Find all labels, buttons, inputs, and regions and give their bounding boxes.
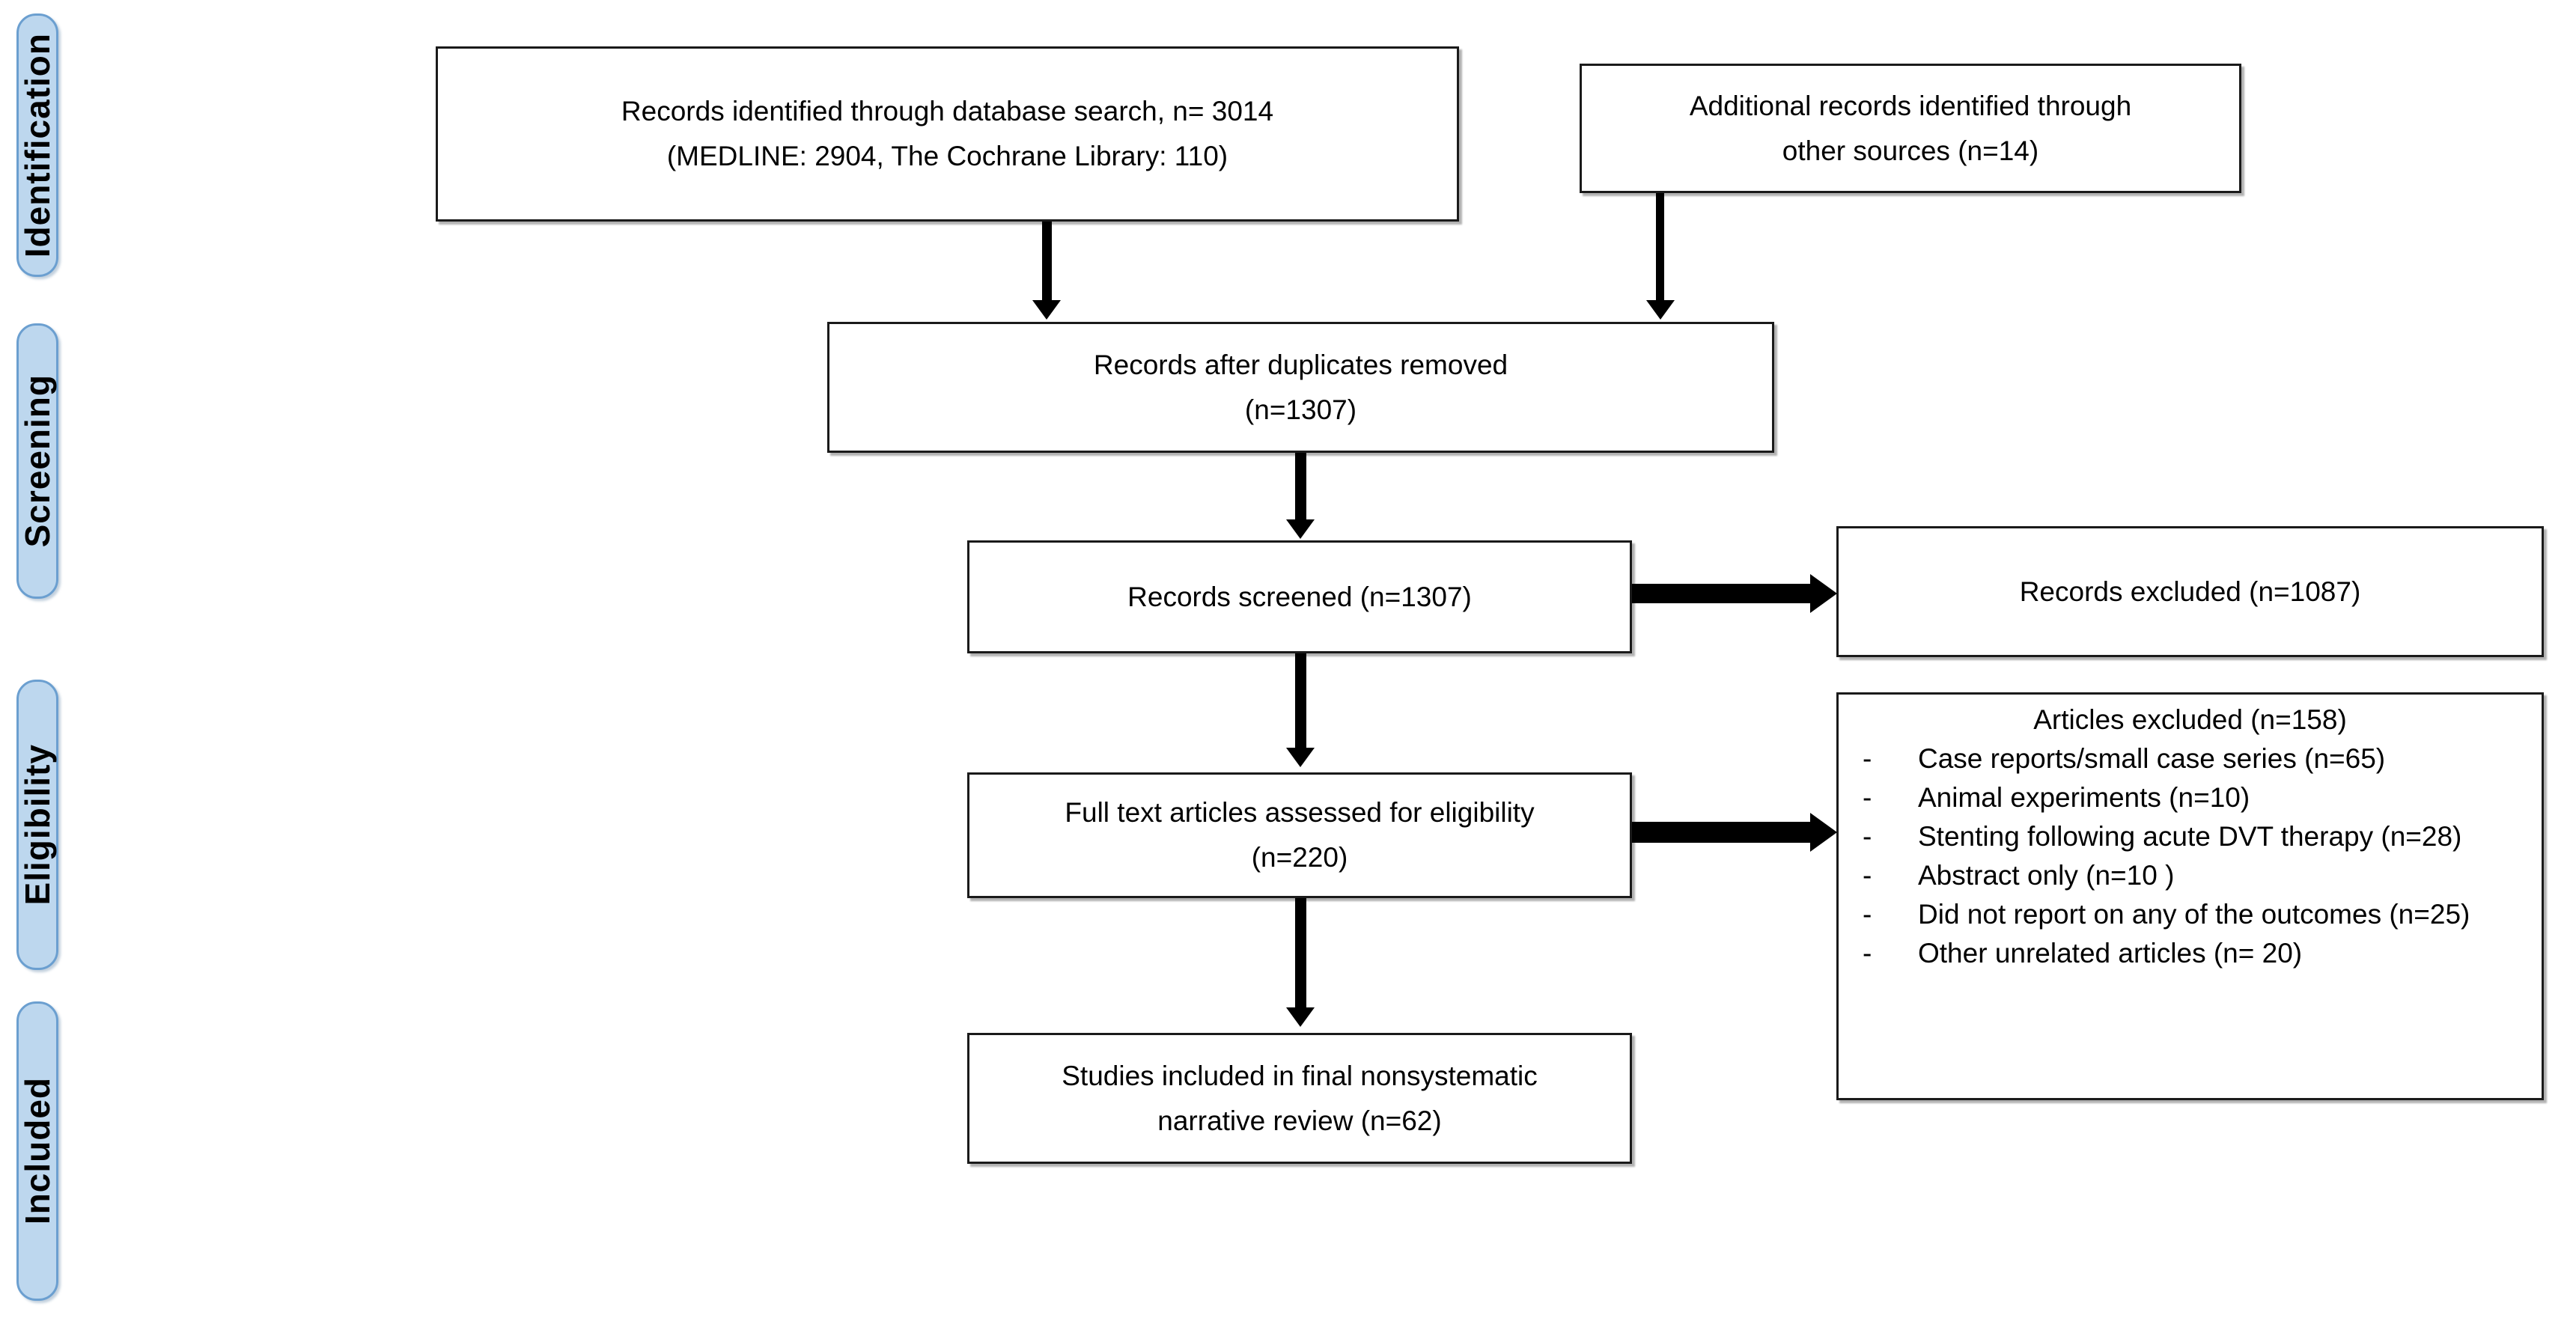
box-duplicates-removed: Records after duplicates removed (n=1307… xyxy=(827,322,1774,453)
list-item: - Did not report on any of the outcomes … xyxy=(1849,896,2531,933)
box-records-identified-line1: Records identified through database sear… xyxy=(621,96,1274,127)
arrowhead-duplicates-to-screened xyxy=(1286,519,1315,539)
bullet-dash-marker: - xyxy=(1863,782,1872,814)
stage-label-identification-text: Identification xyxy=(18,32,57,258)
bullet-dash-marker: - xyxy=(1863,821,1872,852)
box-duplicates-removed-line2: (n=1307) xyxy=(1244,394,1357,425)
box-full-text-assessed-line1: Full text articles assessed for eligibil… xyxy=(1065,797,1535,829)
connector-identified-to-duplicates xyxy=(1042,222,1052,302)
list-item: - Animal experiments (n=10) xyxy=(1849,779,2531,817)
stage-label-screening-text: Screening xyxy=(18,374,57,548)
box-studies-included: Studies included in final nonsystematic … xyxy=(967,1033,1632,1164)
list-item-label: Abstract only (n=10 ) xyxy=(1918,860,2175,891)
list-item-label: Stenting following acute DVT therapy (n=… xyxy=(1918,821,2462,852)
connector-screened-to-fulltext xyxy=(1295,653,1306,749)
arrowhead-additional-to-duplicates xyxy=(1646,300,1675,320)
connector-additional-to-duplicates xyxy=(1656,193,1664,302)
box-additional-records: Additional records identified through ot… xyxy=(1580,64,2241,193)
stage-label-identification: Identification xyxy=(16,13,58,277)
list-item: - Other unrelated articles (n= 20) xyxy=(1849,935,2531,972)
list-item-label: Other unrelated articles (n= 20) xyxy=(1918,938,2303,969)
connector-screened-to-excluded xyxy=(1632,584,1812,603)
articles-excluded-reason-list: - Case reports/small case series (n=65) … xyxy=(1849,740,2531,974)
box-full-text-assessed: Full text articles assessed for eligibil… xyxy=(967,772,1632,898)
list-item-label: Animal experiments (n=10) xyxy=(1918,782,2250,814)
stage-label-eligibility: Eligibility xyxy=(16,680,58,970)
arrowhead-fulltext-to-included xyxy=(1286,1007,1315,1027)
box-full-text-assessed-line2: (n=220) xyxy=(1251,842,1348,873)
box-duplicates-removed-line1: Records after duplicates removed xyxy=(1093,349,1508,380)
list-item-label: Case reports/small case series (n=65) xyxy=(1918,743,2386,775)
arrowhead-fulltext-to-articles-excluded xyxy=(1810,813,1837,852)
list-item: - Stenting following acute DVT therapy (… xyxy=(1849,818,2531,855)
bullet-dash-marker: - xyxy=(1863,899,1872,930)
box-records-identified-line2: (MEDLINE: 2904, The Cochrane Library: 11… xyxy=(666,141,1228,171)
bullet-dash-marker: - xyxy=(1863,860,1872,891)
box-records-screened: Records screened (n=1307) xyxy=(967,540,1632,653)
box-articles-excluded-title: Articles excluded (n=158) xyxy=(2033,704,2347,735)
box-studies-included-line1: Studies included in final nonsystematic xyxy=(1062,1060,1538,1091)
stage-label-eligibility-text: Eligibility xyxy=(18,744,57,906)
arrowhead-screened-to-fulltext xyxy=(1286,748,1315,767)
list-item: - Case reports/small case series (n=65) xyxy=(1849,740,2531,778)
arrowhead-screened-to-excluded xyxy=(1810,574,1837,613)
stage-label-included-text: Included xyxy=(18,1077,57,1225)
bullet-dash-marker: - xyxy=(1863,938,1872,969)
arrowhead-identified-to-duplicates xyxy=(1032,300,1061,320)
connector-duplicates-to-screened xyxy=(1295,453,1306,522)
box-articles-excluded: Articles excluded (n=158) - Case reports… xyxy=(1836,692,2544,1100)
list-item: - Abstract only (n=10 ) xyxy=(1849,857,2531,894)
stage-label-included: Included xyxy=(16,1001,58,1301)
box-studies-included-line2: narrative review (n=62) xyxy=(1157,1105,1442,1136)
stage-label-screening: Screening xyxy=(16,323,58,599)
list-item-label: Did not report on any of the outcomes (n… xyxy=(1918,899,2470,930)
box-records-excluded-line1: Records excluded (n=1087) xyxy=(2019,576,2361,607)
connector-fulltext-to-articles-excluded xyxy=(1632,822,1812,843)
box-records-identified: Records identified through database sear… xyxy=(436,46,1459,222)
connector-fulltext-to-included xyxy=(1295,898,1306,1009)
box-records-screened-line1: Records screened (n=1307) xyxy=(1127,581,1472,612)
box-records-excluded: Records excluded (n=1087) xyxy=(1836,526,2544,657)
box-additional-records-line1: Additional records identified through xyxy=(1689,90,2132,121)
bullet-dash-marker: - xyxy=(1863,743,1872,775)
box-additional-records-line2: other sources (n=14) xyxy=(1782,135,2039,166)
